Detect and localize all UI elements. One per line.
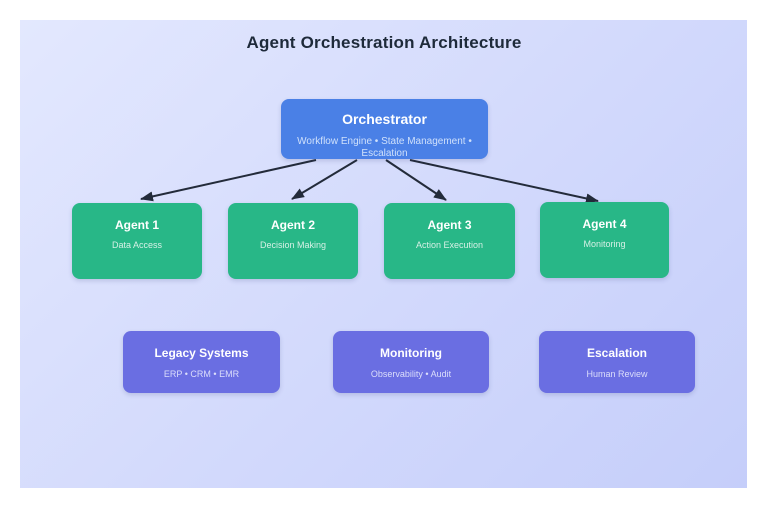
agent-4-subtitle: Monitoring — [583, 239, 626, 250]
legacy-systems-title: Legacy Systems — [154, 346, 249, 360]
agent-2-title: Agent 2 — [270, 218, 315, 232]
agent-3-node: Agent 3 Action Execution — [384, 203, 515, 279]
agent-4-node: Agent 4 Monitoring — [540, 202, 669, 278]
agent-3-subtitle: Action Execution — [415, 240, 484, 251]
legacy-systems-node: Legacy Systems ERP • CRM • EMR — [123, 331, 280, 393]
diagram-title: Agent Orchestration Architecture — [246, 33, 522, 52]
monitoring-node: Monitoring Observability • Audit — [333, 331, 489, 393]
orchestrator-node: Orchestrator Workflow Engine • State Man… — [281, 99, 488, 159]
agent-1-node: Agent 1 Data Access — [72, 203, 202, 279]
legacy-systems-subtitle: ERP • CRM • EMR — [163, 369, 240, 380]
escalation-node: Escalation Human Review — [539, 331, 695, 393]
monitoring-title: Monitoring — [380, 346, 442, 360]
orchestrator-title: Orchestrator — [342, 111, 427, 127]
agent-2-subtitle: Decision Making — [259, 240, 327, 251]
monitoring-subtitle: Observability • Audit — [370, 369, 452, 380]
escalation-title: Escalation — [586, 346, 648, 360]
agent-4-title: Agent 4 — [582, 217, 627, 231]
orchestrator-subtitle: Workflow Engine • State Management • Esc… — [297, 135, 472, 159]
agent-1-title: Agent 1 — [114, 218, 159, 232]
escalation-subtitle: Human Review — [586, 369, 648, 380]
agent-1-subtitle: Data Access — [111, 240, 163, 251]
agent-3-title: Agent 3 — [427, 218, 472, 232]
agent-2-node: Agent 2 Decision Making — [228, 203, 358, 279]
